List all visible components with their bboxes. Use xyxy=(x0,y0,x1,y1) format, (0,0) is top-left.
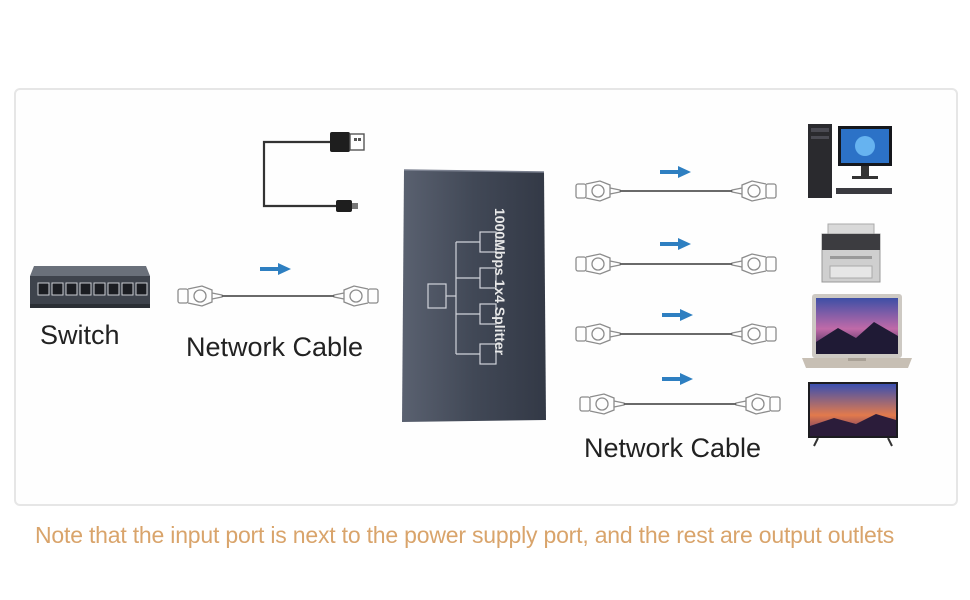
note-text: Note that the input port is next to the … xyxy=(35,522,895,548)
network-cable-label-left: Network Cable xyxy=(186,332,364,362)
ethernet-cable-icon xyxy=(177,285,379,307)
usb-power-cable-icon xyxy=(262,132,365,212)
arrow-right-icon xyxy=(260,263,291,275)
arrow-right-icon xyxy=(660,166,691,178)
splitter-icon xyxy=(402,169,546,422)
arrow-right-icon xyxy=(662,309,693,321)
switch-label: Switch xyxy=(40,320,120,350)
arrow-right-icon xyxy=(660,238,691,250)
tv-icon xyxy=(808,382,898,447)
ethernet-cable-icon xyxy=(575,323,777,345)
ethernet-cable-icon xyxy=(575,180,777,202)
network-cable-label-right: Network Cable xyxy=(584,433,762,463)
arrow-right-icon xyxy=(662,373,693,385)
desktop-pc-icon xyxy=(808,124,892,198)
laptop-icon xyxy=(802,294,912,368)
switch-icon xyxy=(30,266,150,308)
ethernet-cable-icon xyxy=(575,253,777,275)
printer-icon xyxy=(821,223,881,283)
splitter-model-label: 1000Mbps 1x4 Splitter xyxy=(492,208,508,356)
ethernet-cable-icon xyxy=(579,393,781,415)
